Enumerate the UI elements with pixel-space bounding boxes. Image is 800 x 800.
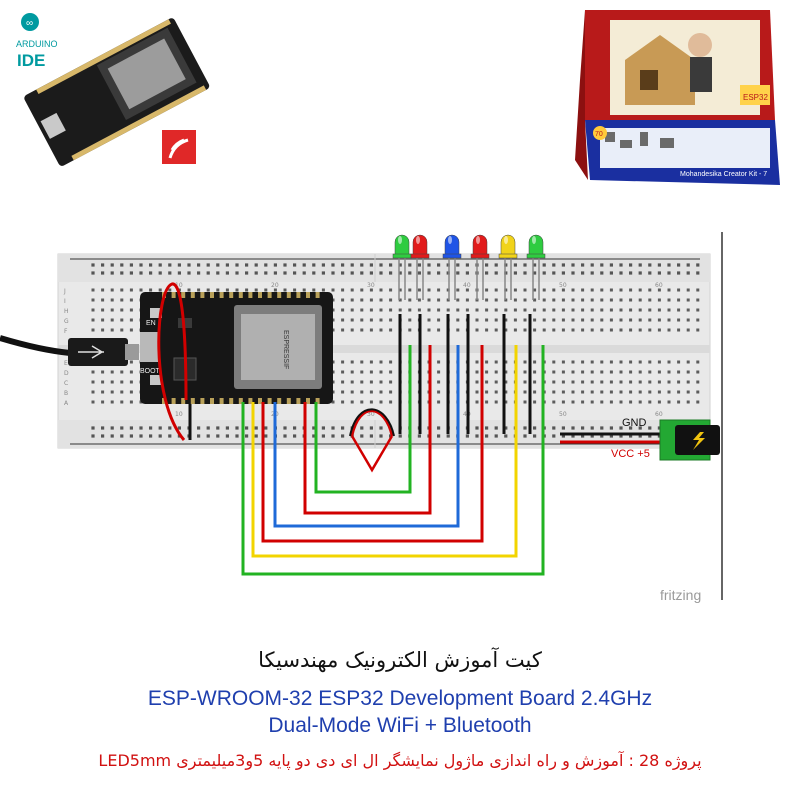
gnd-label: GND: [622, 417, 647, 429]
column-number: 50: [559, 282, 567, 289]
column-number: 60: [655, 282, 663, 289]
row-letter: I: [64, 298, 66, 305]
row-letter: D: [64, 370, 69, 377]
loop-wire: [349, 408, 395, 437]
title-persian: کیت آموزش الکترونیک مهندسیکا: [258, 648, 542, 672]
signal-wire: [273, 345, 460, 528]
arduino-ide-logo: ∞ ARDUINO IDE: [16, 13, 58, 70]
svg-text:∞: ∞: [26, 18, 33, 29]
row-letter: E: [64, 360, 68, 367]
row-letter: H: [64, 308, 69, 315]
esp32-board-photo: [24, 18, 210, 166]
espressif-logo: [162, 130, 196, 164]
kit-box-badge: 70: [595, 131, 603, 138]
column-number: 40: [463, 282, 471, 289]
row-letter: J: [63, 288, 66, 295]
ide-logo-text: IDE: [17, 51, 45, 70]
loop-wire: [350, 409, 394, 473]
signal-wire: [241, 345, 545, 576]
usb-cable: [0, 335, 139, 366]
led-body: [500, 234, 516, 257]
led: [470, 234, 490, 300]
arduino-logo-text: ARDUINO: [16, 39, 58, 49]
led-body: [472, 234, 488, 257]
column-number: 20: [271, 282, 279, 289]
column-number: 50: [559, 411, 567, 418]
en-button-label: EN: [146, 320, 156, 327]
column-number: 30: [367, 282, 375, 289]
row-letter: C: [64, 380, 68, 387]
led-body: [528, 234, 544, 257]
column-number: 10: [175, 282, 183, 289]
led: [526, 234, 546, 300]
signal-wire: [251, 345, 518, 558]
led-body: [394, 234, 410, 257]
led: [442, 234, 462, 300]
jumper-wires: [157, 282, 672, 576]
chip-brand-text: ESPRESSIF: [282, 330, 289, 369]
column-number: 60: [655, 411, 663, 418]
row-letter: G: [64, 318, 69, 325]
vcc-label: VCC +5: [611, 448, 650, 460]
power-jack: GND VCC +5: [611, 232, 723, 600]
row-letter: F: [64, 328, 68, 335]
boot-button-label: BOOT: [140, 368, 161, 375]
signal-wire: [261, 345, 484, 543]
led: [410, 234, 430, 300]
led: [498, 234, 518, 300]
signal-wire: [303, 345, 432, 515]
kit-box-esp32-label: ESP32: [743, 93, 768, 102]
led-group: [392, 234, 546, 300]
title-english-line-1: ESP-WROOM-32 ESP32 Development Board 2.4…: [147, 687, 653, 710]
row-letter: A: [64, 400, 69, 407]
led: [392, 234, 412, 300]
title-english-line-2: Dual-Mode WiFi + Bluetooth: [268, 714, 532, 737]
column-number: 30: [367, 411, 375, 418]
led-body: [444, 234, 460, 257]
kit-box-title: Mohandesika Creator Kit - 7: [680, 171, 767, 178]
column-number: 10: [175, 411, 183, 418]
led-body: [412, 234, 428, 257]
project-description: پروژه 28 : آموزش و راه اندازی ماژول نمای…: [98, 751, 702, 770]
board-header-pins: [162, 292, 320, 404]
esp32-dev-board: ESPRESSIF EN BOOT: [140, 292, 333, 404]
row-letter: B: [64, 390, 68, 397]
kit-box-photo: ESP32 Mohandesika Creator Kit - 7 70: [575, 10, 780, 185]
fritzing-watermark: fritzing: [660, 587, 701, 603]
signal-wire: [314, 345, 412, 494]
